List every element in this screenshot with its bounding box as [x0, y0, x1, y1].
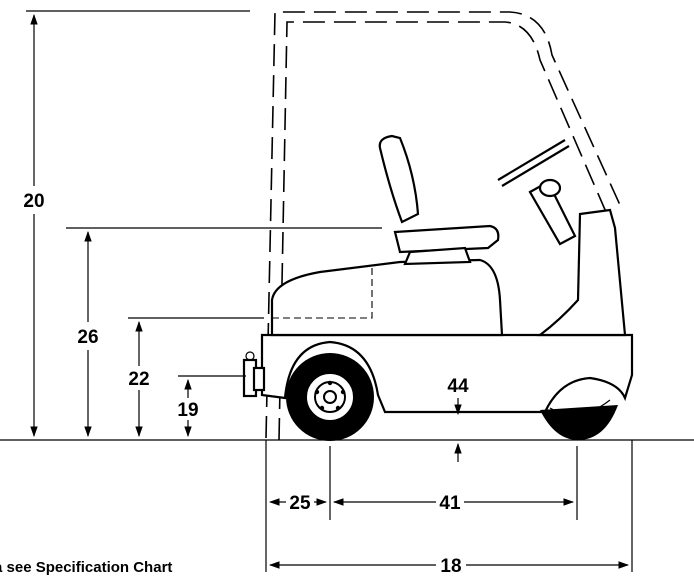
front-overhang-dimension: 25 [268, 493, 328, 514]
overall-height-dimension: 20 [23, 10, 250, 438]
seat-height-label: 26 [77, 327, 98, 348]
front-wheel [540, 399, 618, 440]
engine-compartment-outline [272, 265, 373, 319]
overhead-guard-outline [265, 11, 621, 441]
ground-clearance-dimension: 44 [447, 376, 469, 462]
ground-clearance-label: 44 [447, 376, 469, 397]
body-height-dimension: 22 [128, 317, 264, 438]
hitch-height-dimension: 19 [177, 375, 246, 438]
wheelbase-label: 41 [439, 493, 461, 514]
footnote: a see Specification Chart [0, 559, 172, 576]
overall-length-dimension: 18 [268, 556, 630, 576]
body-height-label: 22 [128, 369, 149, 390]
rear-wheel [286, 353, 374, 441]
front-overhang-label: 25 [289, 493, 311, 514]
overall-height-label: 20 [23, 191, 44, 212]
tow-tractor [242, 134, 634, 414]
seat-height-dimension: 26 [66, 227, 382, 438]
extension-lines [265, 440, 633, 572]
tow-hitch [242, 351, 266, 398]
wheelbase-dimension: 41 [332, 493, 575, 514]
hitch-height-label: 19 [177, 400, 198, 421]
overall-length-label: 18 [440, 556, 461, 576]
